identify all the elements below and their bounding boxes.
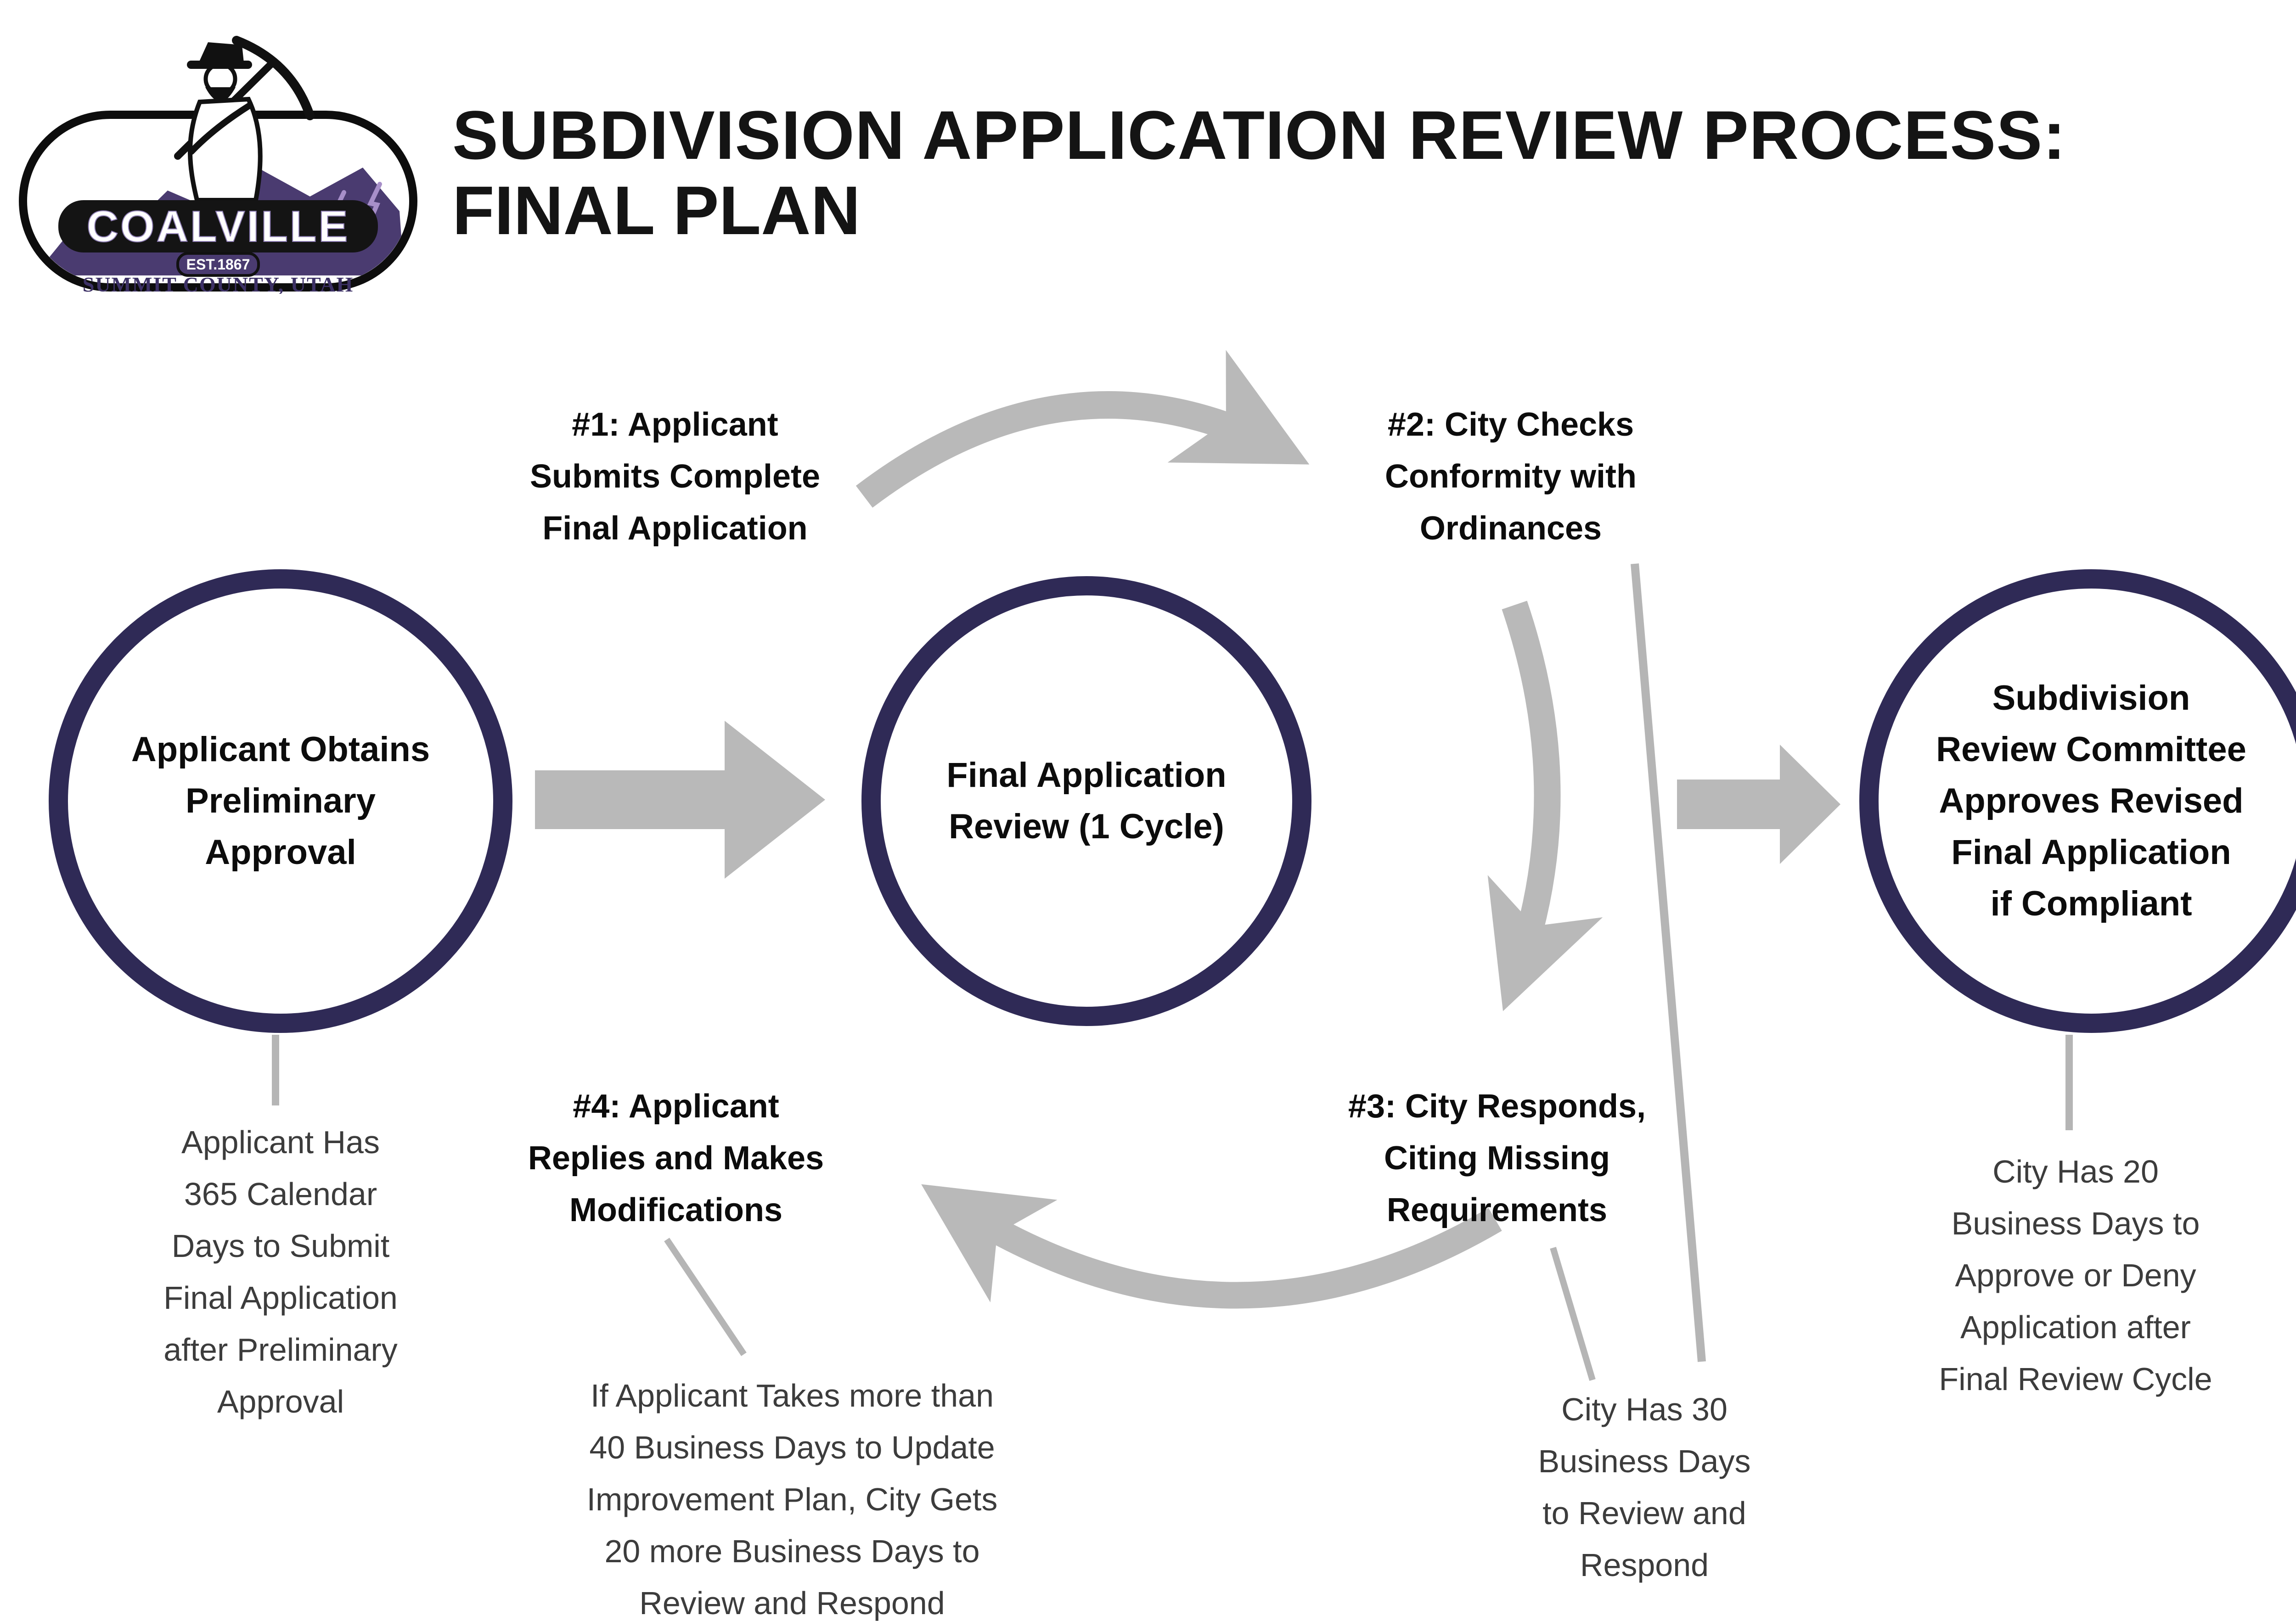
circle3-line3: Approves Revised (1939, 781, 2244, 820)
circle3-line5: if Compliant (1990, 884, 2192, 923)
note40-line1: If Applicant Takes more than (590, 1378, 994, 1413)
circle3-line4: Final Application (1951, 833, 2231, 872)
arrow-circle1-to-circle2 (535, 721, 825, 879)
leader-step2-to-note30 (1631, 563, 1706, 1362)
step-1-label: #1: Applicant Submits Complete Final App… (468, 399, 882, 555)
step3-line2: Citing Missing (1384, 1140, 1610, 1177)
curved-arrow-step3-to-step4 (921, 1184, 1502, 1309)
note-40-days: If Applicant Takes more than 40 Business… (498, 1370, 1086, 1621)
step2-line3: Ordinances (1419, 510, 1602, 547)
circle2-line2: Review (1 Cycle) (949, 807, 1224, 846)
circle3-line1: Subdivision (1992, 679, 2190, 718)
note30-line3: to Review and (1542, 1495, 1746, 1531)
logo-est-text: EST.1867 (186, 256, 250, 273)
logo-city-name: COALVILLE (87, 202, 350, 251)
leader-step3-to-note30 (1550, 1246, 1596, 1381)
page-title-line1: SUBDIVISION APPLICATION REVIEW PROCESS: (452, 96, 2066, 174)
circle-preliminary-approval: Applicant Obtains Preliminary Approval (49, 569, 512, 1033)
page-title-line2: FINAL PLAN (452, 172, 861, 249)
note40-line2: 40 Business Days to Update (589, 1430, 995, 1465)
step2-line2: Conformity with (1385, 458, 1637, 495)
note365-line2: 365 Calendar (184, 1176, 377, 1212)
note-20-days: City Has 20 Business Days to Approve or … (1869, 1146, 2282, 1405)
circle-preliminary-approval-label: Applicant Obtains Preliminary Approval (131, 724, 430, 878)
circle1-line2: Preliminary (186, 781, 376, 820)
coalville-logo: COALVILLE EST.1867 SUMMIT COUNTY, UTAH (19, 36, 417, 294)
step-3-label: #3: City Responds, Citing Missing Requir… (1290, 1081, 1704, 1236)
logo-name-band (58, 200, 378, 252)
step1-line3: Final Application (542, 510, 808, 547)
step3-line1: #3: City Responds, (1348, 1088, 1646, 1125)
note30-line2: Business Days (1538, 1443, 1751, 1479)
note40-line4: 20 more Business Days to (604, 1533, 980, 1569)
note20-line4: Application after (1960, 1309, 2191, 1345)
step1-line1: #1: Applicant (572, 406, 778, 443)
note30-line4: Respond (1580, 1547, 1709, 1583)
miner-icon (174, 36, 315, 202)
step4-line2: Replies and Makes (528, 1140, 824, 1177)
note20-line3: Approve or Deny (1955, 1257, 2196, 1293)
note365-line3: Days to Submit (171, 1228, 390, 1264)
note365-line1: Applicant Has (181, 1124, 380, 1160)
curved-arrow-step1-to-step2 (855, 350, 1310, 508)
step4-line3: Modifications (569, 1192, 782, 1228)
step2-line1: #2: City Checks (1387, 406, 1634, 443)
circle-committee-approves-label: Subdivision Review Committee Approves Re… (1936, 673, 2246, 930)
logo-est-pill (176, 252, 260, 277)
step1-line2: Submits Complete (529, 458, 821, 495)
note40-line5: Review and Respond (639, 1585, 945, 1621)
leader-step4-to-note40 (664, 1238, 747, 1356)
circle-committee-approves: Subdivision Review Committee Approves Re… (1859, 569, 2296, 1033)
note30-line1: City Has 30 (1561, 1391, 1728, 1427)
step-4-label: #4: Applicant Replies and Makes Modifica… (469, 1081, 883, 1236)
circle3-line2: Review Committee (1936, 730, 2246, 769)
note40-line3: Improvement Plan, City Gets (586, 1481, 998, 1517)
step3-line3: Requirements (1386, 1192, 1608, 1228)
arrow-circle2-to-circle3 (1677, 745, 1840, 864)
logo-county-text: SUMMIT COUNTY, UTAH (83, 273, 354, 294)
note20-line5: Final Review Cycle (1939, 1361, 2212, 1397)
step-2-label: #2: City Checks Conformity with Ordinanc… (1304, 399, 1717, 555)
note20-line1: City Has 20 (1992, 1154, 2159, 1189)
page-title: SUBDIVISION APPLICATION REVIEW PROCESS: … (452, 97, 2066, 248)
step4-line1: #4: Applicant (573, 1088, 779, 1125)
circle1-line3: Approval (205, 833, 356, 872)
note-30-days: City Has 30 Business Days to Review and … (1461, 1384, 1828, 1591)
note365-line6: Approval (217, 1384, 344, 1419)
curved-arrow-step2-to-step3 (1487, 600, 1603, 1011)
note20-line2: Business Days to (1951, 1206, 2200, 1241)
note365-line4: Final Application (163, 1280, 398, 1316)
note365-line5: after Preliminary (163, 1332, 398, 1368)
circle2-line1: Final Application (946, 756, 1227, 795)
circle-final-application-review-label: Final Application Review (1 Cycle) (946, 750, 1226, 853)
circle-final-application-review: Final Application Review (1 Cycle) (861, 576, 1311, 1026)
circle1-line1: Applicant Obtains (131, 730, 430, 769)
note-365-days: Applicant Has 365 Calendar Days to Submi… (97, 1116, 464, 1428)
